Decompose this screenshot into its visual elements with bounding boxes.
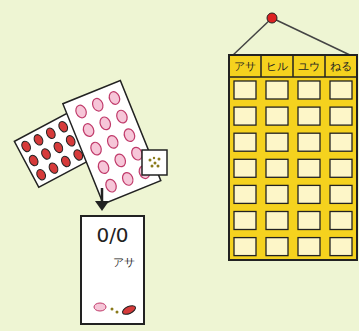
calendar-pocket bbox=[266, 133, 288, 151]
calendar-pocket bbox=[298, 81, 320, 99]
down-arrow bbox=[95, 188, 109, 211]
column-header: ヒル bbox=[261, 59, 293, 74]
calendar-pocket bbox=[298, 185, 320, 203]
pin bbox=[267, 13, 277, 23]
date-text: 0/0 bbox=[86, 223, 139, 247]
column-header: ユウ bbox=[293, 59, 325, 74]
calendar-pocket bbox=[330, 185, 352, 203]
calendar-pocket bbox=[234, 238, 256, 256]
calendar-pocket bbox=[234, 81, 256, 99]
calendar-pocket bbox=[298, 107, 320, 125]
column-header: アサ bbox=[229, 59, 261, 74]
calendar-pocket bbox=[266, 185, 288, 203]
calendar-pocket bbox=[330, 159, 352, 177]
calendar-pocket bbox=[298, 238, 320, 256]
calendar-pocket bbox=[266, 81, 288, 99]
calendar-pocket bbox=[234, 107, 256, 125]
calendar-pocket bbox=[234, 133, 256, 151]
calendar-board bbox=[229, 55, 357, 260]
blister-pack-pink bbox=[63, 81, 161, 204]
calendar-pocket bbox=[234, 212, 256, 230]
column-header: ねる bbox=[325, 59, 357, 74]
calendar-pocket bbox=[298, 212, 320, 230]
calendar-pocket bbox=[234, 159, 256, 177]
hanging-string bbox=[232, 18, 272, 56]
calendar-pocket bbox=[330, 107, 352, 125]
calendar-pocket bbox=[330, 238, 352, 256]
calendar-pocket bbox=[266, 159, 288, 177]
calendar-pocket bbox=[330, 212, 352, 230]
calendar-pocket bbox=[266, 107, 288, 125]
powder-packet bbox=[142, 150, 167, 175]
calendar-pocket bbox=[266, 238, 288, 256]
calendar-pocket bbox=[234, 185, 256, 203]
hanging-string bbox=[272, 18, 352, 56]
calendar-cells bbox=[229, 55, 357, 256]
calendar-pocket bbox=[298, 159, 320, 177]
calendar-pocket bbox=[298, 133, 320, 151]
time-label: アサ bbox=[86, 255, 139, 270]
medicine-packet: 0/0 アサ bbox=[80, 215, 145, 325]
calendar-pocket bbox=[330, 81, 352, 99]
calendar-pocket bbox=[330, 133, 352, 151]
calendar-pocket bbox=[266, 212, 288, 230]
